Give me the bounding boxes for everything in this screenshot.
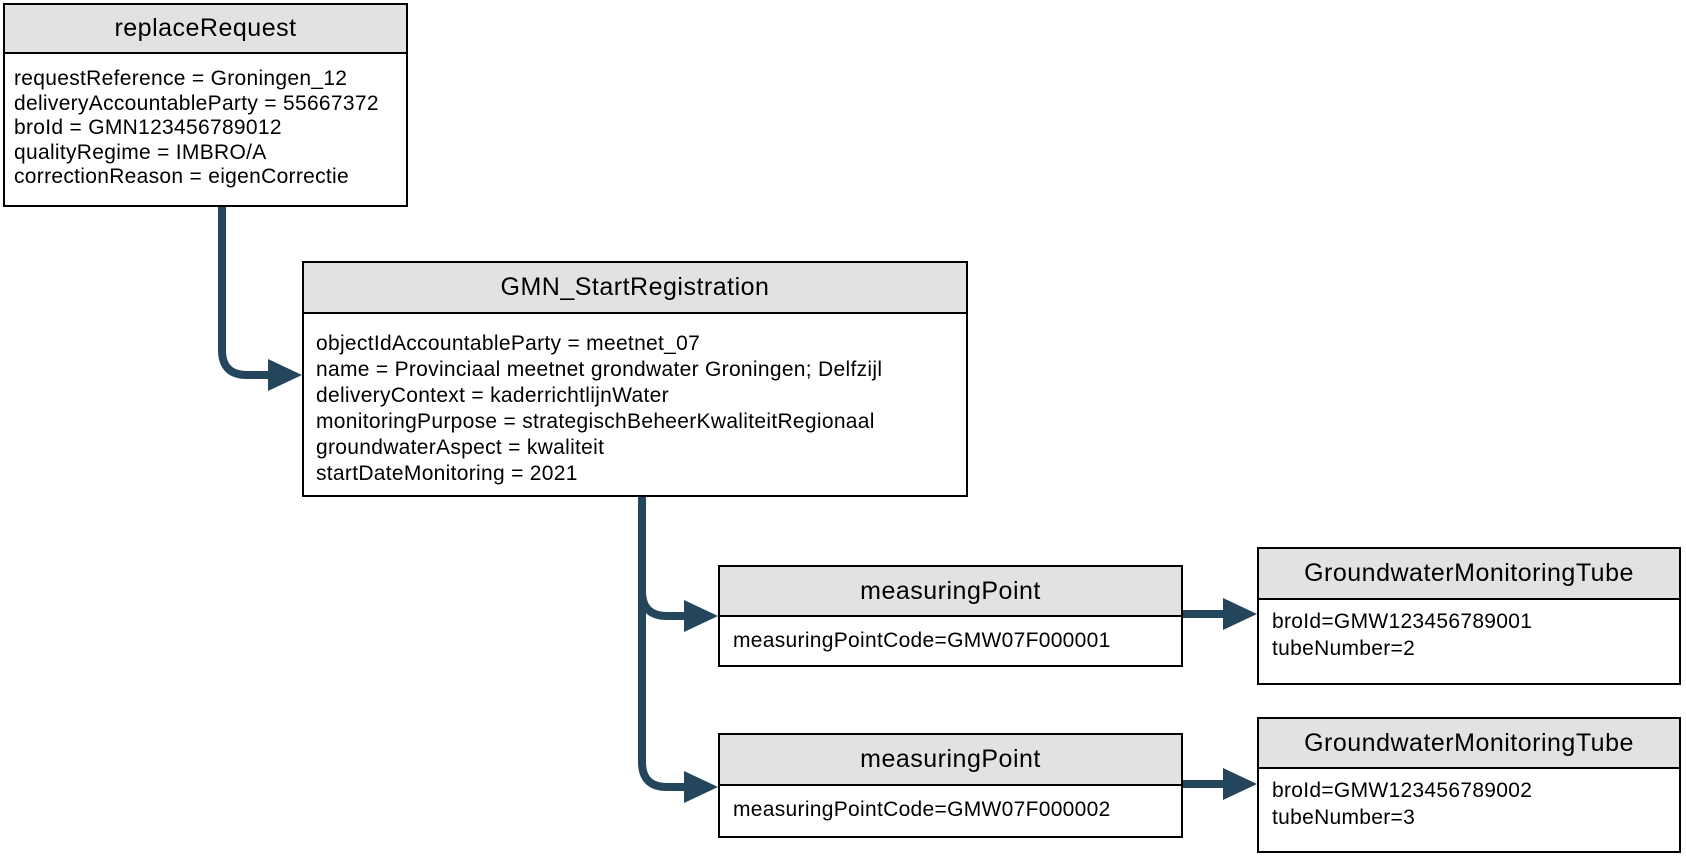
attribute-line: correctionReason = eigenCorrectie [14,165,349,188]
node-attributes: requestReference = Groningen_12 delivery… [5,54,406,190]
attribute-line: tubeNumber=2 [1272,637,1416,660]
node-attributes: measuringPointCode=GMW07F000002 [720,786,1181,834]
arrowhead-icon [268,359,302,391]
attribute-line: startDateMonitoring = 2021 [316,462,578,485]
node-measuring-point-1: measuringPoint measuringPointCode=GMW07F… [718,565,1183,667]
attribute-line: monitoringPurpose = strategischBeheerKwa… [316,410,875,433]
attribute-line: measuringPointCode=GMW07F000001 [733,629,1111,652]
node-measuring-point-2: measuringPoint measuringPointCode=GMW07F… [718,733,1183,838]
node-groundwater-monitoring-tube-1: GroundwaterMonitoringTube broId=GMW12345… [1257,547,1681,685]
node-title-bar: measuringPoint [720,735,1181,786]
connector-gmn-to-measuringpoint-1 [638,590,718,632]
node-attributes: broId=GMW123456789001 tubeNumber=2 [1259,600,1679,662]
node-title: GroundwaterMonitoringTube [1304,559,1634,587]
node-title: GMN_StartRegistration [500,273,770,301]
arrowhead-icon [1223,598,1257,630]
attribute-line: measuringPointCode=GMW07F000002 [733,798,1111,821]
connector-replacerequest-to-gmn [218,205,302,391]
attribute-line: broId=GMW123456789001 [1272,610,1533,633]
node-title: GroundwaterMonitoringTube [1304,728,1634,757]
arrowhead-icon [684,600,718,632]
attribute-line: deliveryAccountableParty = 55667372 [14,91,379,115]
attribute-line: broId=GMW123456789002 [1272,779,1533,802]
node-attributes: objectIdAccountableParty = meetnet_07 na… [304,314,966,487]
node-title-bar: measuringPoint [720,567,1181,617]
attribute-line: broId = GMN123456789012 [14,116,282,139]
node-title: measuringPoint [860,745,1041,773]
node-title-bar: GroundwaterMonitoringTube [1259,549,1679,600]
attribute-line: name = Provinciaal meetnet grondwater Gr… [316,358,883,381]
attribute-line: tubeNumber=3 [1272,806,1416,829]
node-title-bar: GMN_StartRegistration [304,263,966,314]
node-attributes: broId=GMW123456789002 tubeNumber=3 [1259,769,1679,831]
node-title-bar: replaceRequest [5,5,406,54]
attribute-line: requestReference = Groningen_12 [14,67,348,90]
node-attributes: measuringPointCode=GMW07F000001 [720,617,1181,665]
arrowhead-icon [1223,768,1257,800]
attribute-line: groundwaterAspect = kwaliteit [316,436,605,459]
attribute-line: objectIdAccountableParty = meetnet_07 [316,332,701,355]
connector-measuringpoint2-to-tube2 [1183,768,1257,800]
node-title: measuringPoint [860,576,1041,605]
arrowhead-icon [684,771,718,803]
node-replace-request: replaceRequest requestReference = Gronin… [3,3,408,207]
attribute-line: deliveryContext = kaderrichtlijnWater [316,384,669,407]
node-title: replaceRequest [114,14,297,42]
connector-measuringpoint1-to-tube1 [1183,598,1257,630]
node-groundwater-monitoring-tube-2: GroundwaterMonitoringTube broId=GMW12345… [1257,717,1681,853]
node-gmn-start-registration: GMN_StartRegistration objectIdAccountabl… [302,261,968,497]
node-title-bar: GroundwaterMonitoringTube [1259,719,1679,769]
attribute-line: qualityRegime = IMBRO/A [14,140,267,164]
connector-gmn-to-measuringpoint-2 [638,496,718,803]
